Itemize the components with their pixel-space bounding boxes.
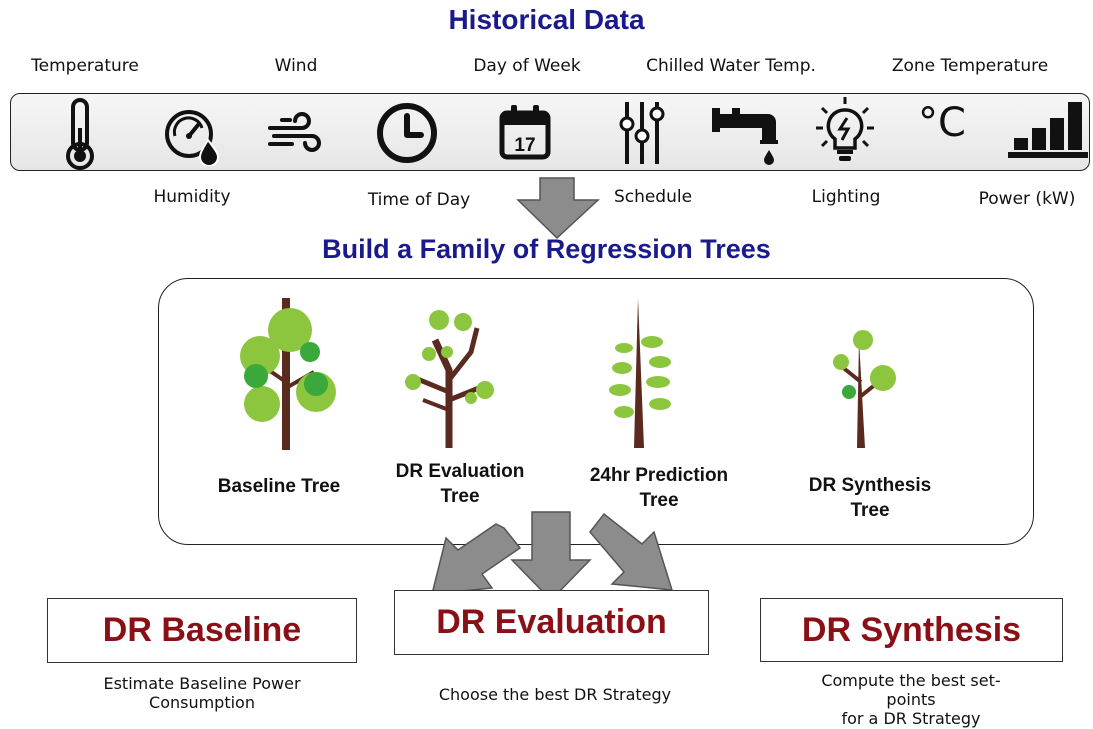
dr-baseline-description: Estimate Baseline Power Consumption xyxy=(103,674,300,712)
label-day-of-week: Day of Week xyxy=(473,56,581,76)
prediction-tree-image xyxy=(609,298,671,448)
dr-evaluation-tree-label-line1: DR Evaluation xyxy=(395,461,525,482)
dr-evaluation-tree-image xyxy=(405,310,494,448)
dr-evaluation-box: DR Evaluation xyxy=(394,590,709,655)
celsius-icon: °C xyxy=(918,100,966,146)
label-schedule: Schedule xyxy=(613,187,693,207)
dr-baseline-title: DR Baseline xyxy=(102,611,302,649)
prediction-tree-label-line2: Tree xyxy=(639,489,679,511)
historical-data-title: Historical Data xyxy=(448,4,645,35)
dr-evaluation-title: DR Evaluation xyxy=(436,603,667,641)
clock-icon xyxy=(377,103,437,163)
dr-synthesis-box: DR Synthesis xyxy=(760,598,1063,662)
dr-baseline-desc-line2: Consumption xyxy=(149,693,255,713)
label-time-of-day: Time of Day xyxy=(367,190,471,210)
faucet-icon xyxy=(712,108,778,165)
arrow-to-dr-evaluation xyxy=(510,511,592,602)
dr-evaluation-desc-line: Choose the best DR Strategy xyxy=(438,685,672,704)
dr-evaluation-description: Choose the best DR Strategy xyxy=(439,685,671,704)
calendar-day-number: 17 xyxy=(514,135,535,156)
dr-synthesis-desc-line2: for a DR Strategy xyxy=(841,709,981,729)
label-humidity: Humidity xyxy=(153,187,231,207)
baseline-tree-label: Baseline Tree xyxy=(218,475,341,500)
power-bar-chart-icon xyxy=(1008,102,1088,158)
light-bulb-icon xyxy=(816,97,874,161)
dr-synthesis-tree-label: DR Synthesis Tree xyxy=(809,474,931,523)
label-wind: Wind xyxy=(274,56,318,76)
regression-trees-title: Build a Family of Regression Trees xyxy=(322,234,771,264)
dr-evaluation-tree-label-line2: Tree xyxy=(440,485,480,507)
label-lighting: Lighting xyxy=(811,187,881,207)
output-arrows xyxy=(431,511,674,602)
wind-icon xyxy=(268,112,321,152)
historical-data-icon-bar: 17 °C xyxy=(10,93,1090,171)
down-arrow-to-trees xyxy=(516,177,600,240)
baseline-tree-label-line: Baseline Tree xyxy=(217,476,341,497)
arrow-to-dr-baseline xyxy=(431,523,522,595)
dr-baseline-desc-line1: Estimate Baseline Power xyxy=(103,674,301,693)
arrow-to-dr-synthesis xyxy=(589,512,674,591)
dr-synthesis-desc-line1: Compute the best set-points xyxy=(821,671,1001,710)
schedule-sliders-icon xyxy=(619,102,665,164)
dr-baseline-box: DR Baseline xyxy=(47,598,357,663)
prediction-tree-label: 24hr Prediction Tree xyxy=(590,464,728,513)
label-temperature: Temperature xyxy=(31,56,139,76)
humidity-gauge-icon xyxy=(165,110,220,166)
thermometer-icon xyxy=(66,98,94,170)
label-chilled-water-temp: Chilled Water Temp. xyxy=(646,56,816,76)
dr-synthesis-tree-image xyxy=(833,330,896,448)
dr-synthesis-tree-label-line2: Tree xyxy=(850,499,890,521)
calendar-icon: 17 xyxy=(499,105,551,160)
baseline-tree-image xyxy=(240,298,336,450)
prediction-tree-label-line1: 24hr Prediction xyxy=(589,465,729,486)
label-zone-temperature: Zone Temperature xyxy=(891,56,1049,76)
dr-evaluation-tree-label: DR Evaluation Tree xyxy=(396,460,525,509)
dr-synthesis-title: DR Synthesis xyxy=(801,610,1022,649)
dr-synthesis-tree-label-line1: DR Synthesis xyxy=(808,475,932,496)
dr-synthesis-description: Compute the best set-points for a DR Str… xyxy=(820,671,1002,729)
label-power-kw: Power (kW) xyxy=(978,189,1076,209)
